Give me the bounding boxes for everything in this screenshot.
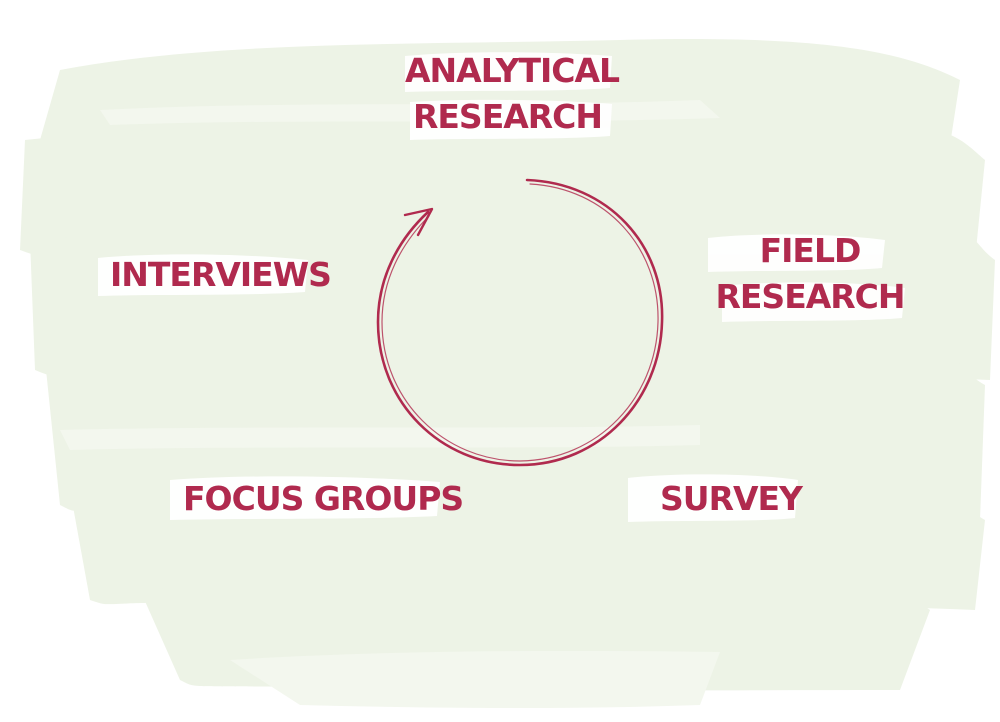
node-interviews: INTERVIEWS: [110, 252, 332, 298]
node-label-line: FOCUS GROUPS: [183, 479, 464, 518]
node-field-research: FIELD RESEARCH: [715, 228, 905, 320]
node-label-line: RESEARCH: [715, 277, 905, 316]
cycle-circle: [376, 178, 664, 467]
arrow-head-icon: [403, 207, 434, 237]
node-label-line: RESEARCH: [412, 97, 603, 136]
node-label-line: SURVEY: [660, 479, 803, 518]
node-survey: SURVEY: [660, 476, 803, 522]
cycle-arrow: [376, 178, 664, 467]
node-analytical-research: ANALYTICAL RESEARCH: [405, 48, 620, 140]
node-label-line: FIELD: [759, 231, 862, 270]
node-label-line: ANALYTICAL: [405, 51, 620, 90]
label-highlights: [98, 52, 905, 522]
node-label-line: INTERVIEWS: [110, 255, 332, 294]
node-focus-groups: FOCUS GROUPS: [183, 476, 464, 522]
